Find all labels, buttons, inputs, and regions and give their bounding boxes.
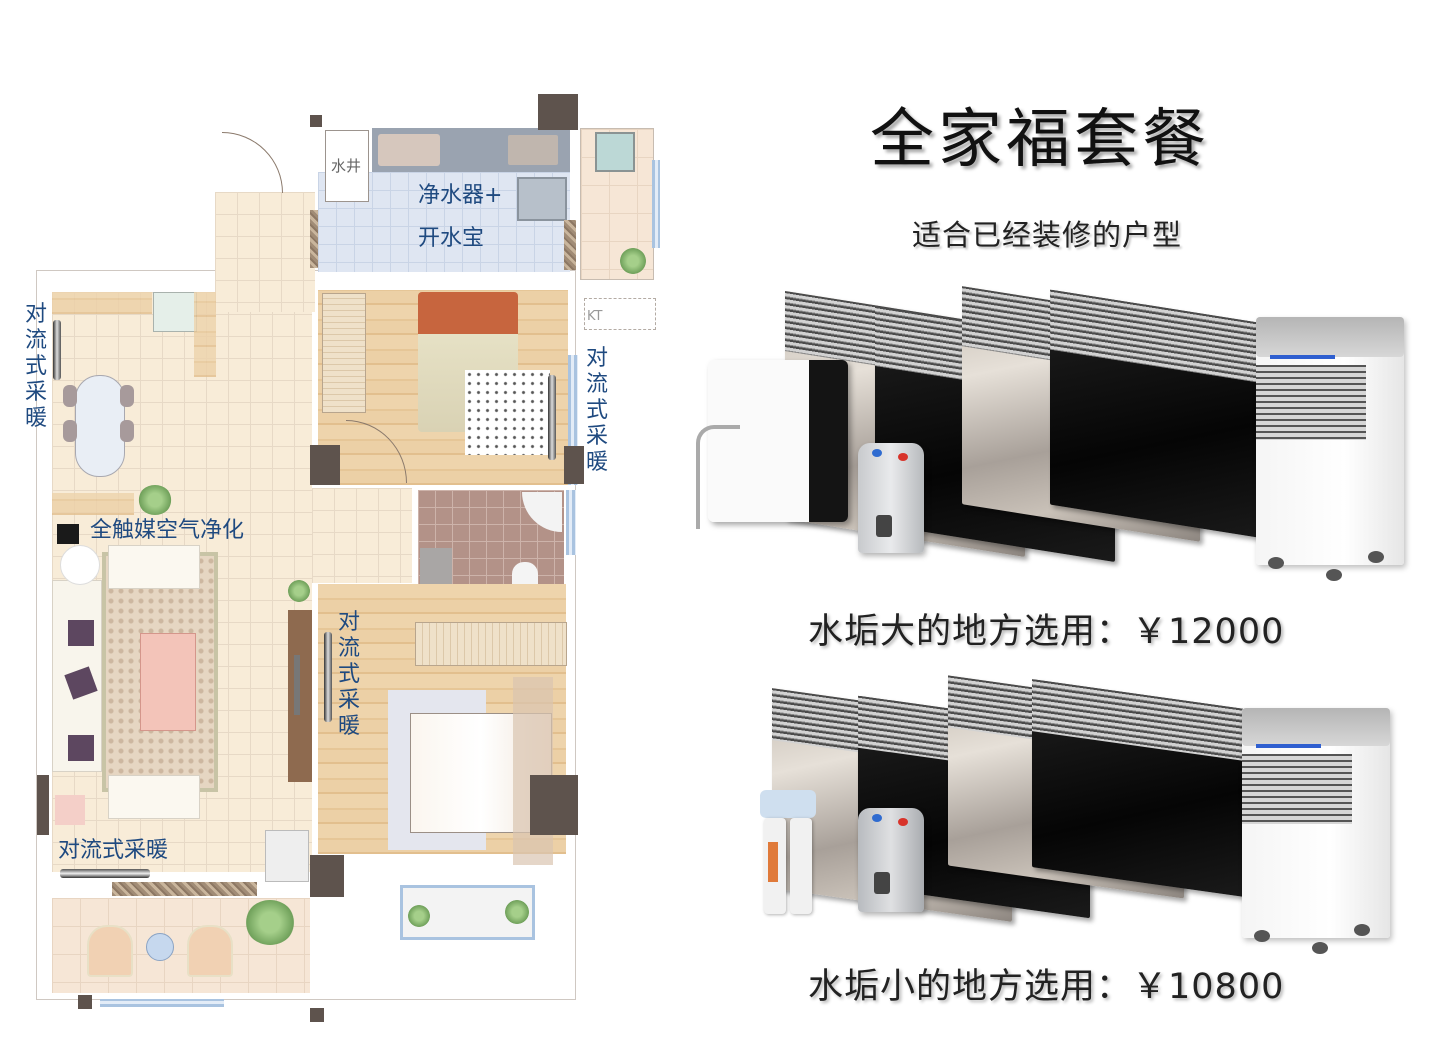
package-1-condition: 水垢大的地方选用： [808, 612, 1133, 652]
package-2-label: 水垢小的地方选用：￥10800 [808, 958, 1284, 1009]
plant-icon [408, 905, 430, 927]
pillar [564, 446, 584, 484]
package-2-products [750, 675, 1410, 954]
dining-cabinet-side [194, 292, 216, 377]
hot-indicator-icon [872, 449, 882, 457]
pillar [37, 775, 49, 835]
kitchen-stove [508, 135, 558, 165]
kitchen-door-threshold [310, 210, 318, 268]
dining-table [75, 375, 125, 477]
kitchen-sink [378, 134, 440, 166]
tv [294, 655, 300, 715]
dining-sideboard [52, 493, 134, 515]
bedroom1-window [568, 355, 578, 485]
washer [595, 132, 635, 172]
lamp [55, 795, 85, 825]
instant-hot-water-dispenser [858, 443, 924, 553]
pillar [310, 855, 344, 897]
page-subtitle: 适合已经装修的户型 [912, 218, 1183, 252]
corridor-floor [215, 192, 315, 312]
balcony-chair [87, 925, 133, 977]
pillar [538, 94, 578, 130]
balcony-window [100, 999, 224, 1007]
pillar [310, 1008, 324, 1022]
hot-indicator-icon [872, 814, 882, 822]
pillar [530, 775, 578, 835]
pillar [78, 995, 92, 1009]
cushion [68, 620, 94, 646]
plant-icon [245, 900, 295, 945]
balcony-table [146, 933, 174, 961]
cold-indicator-icon [898, 453, 908, 461]
pillar [310, 445, 340, 485]
package-1-products [690, 286, 1420, 590]
cushion [68, 735, 94, 761]
living-heater-label: 对流式采暖 [58, 838, 169, 863]
entrance-door [222, 132, 283, 193]
bedroom2-heater-label: 对流式采暖 [338, 610, 361, 739]
bedroom1-wardrobe [322, 293, 366, 413]
dining-heater-label: 对流式采暖 [25, 302, 48, 431]
water-shaft-label: 水井 [331, 157, 362, 175]
balcony-chair [187, 925, 233, 977]
ac-label: KT [587, 309, 603, 324]
convection-heater-black [1032, 679, 1244, 897]
tv-cabinet [288, 610, 312, 782]
instant-hot-water-dispenser [858, 808, 924, 912]
under-sink-water-filter [760, 790, 820, 920]
convection-heater-bedroom1 [548, 375, 556, 460]
kitchen-floor-upper [372, 172, 517, 192]
kitchen-double-sink [517, 177, 567, 221]
pillar [310, 115, 322, 127]
bedroom1-rug [465, 370, 550, 455]
kitchen-label-line1: 净水器+ [418, 183, 503, 208]
package-1-label: 水垢大的地方选用：￥12000 [808, 603, 1284, 654]
purifier-light [1270, 355, 1335, 359]
package-2-price: ￥10800 [1132, 967, 1285, 1007]
plant-icon [288, 580, 310, 602]
plant-icon [138, 485, 172, 515]
plant-icon [620, 248, 646, 274]
service-balcony [580, 128, 654, 280]
purifier-light [1256, 744, 1321, 748]
convection-heater-living [60, 869, 150, 878]
living-rug [102, 552, 218, 792]
water-shaft [325, 130, 369, 202]
side-table [60, 545, 100, 585]
air-purifier-marker [57, 524, 79, 544]
air-purifier [1242, 708, 1390, 954]
convection-heater-dining [53, 320, 61, 380]
dining-cabinet-top [52, 292, 152, 314]
balcony-window [652, 160, 660, 248]
water-faucet [696, 425, 740, 529]
bedroom2-headboard [513, 677, 553, 865]
convection-heater-black [1050, 289, 1270, 540]
dining-chair [63, 385, 77, 407]
plant-icon [505, 900, 529, 924]
ac-unit [584, 298, 656, 330]
bedroom1-heater-label: 对流式采暖 [586, 346, 609, 475]
package-2-condition: 水垢小的地方选用： [808, 967, 1133, 1007]
dining-chair [120, 385, 134, 407]
dining-chair [63, 420, 77, 442]
armchair [108, 775, 200, 819]
coffee-table [140, 633, 196, 731]
cold-indicator-icon [898, 818, 908, 826]
air-purifier-label: 全触媒空气净化 [90, 518, 245, 543]
air-purifier [1256, 317, 1404, 581]
convection-heater-bedroom2 [324, 632, 332, 722]
balcony-threshold [112, 882, 257, 896]
bathroom-window [566, 490, 576, 555]
armchair [108, 545, 200, 589]
floor-plan: 水井 净水器+ 开水宝 KT 对流式采暖 对流式采暖 全触媒空气净化 [0, 0, 680, 1052]
hall-closet [265, 830, 309, 882]
hall-floor [312, 488, 412, 583]
kitchen-right-threshold [564, 220, 576, 270]
fridge [153, 292, 197, 332]
dining-chair [120, 420, 134, 442]
page-title: 全家福套餐 [870, 103, 1210, 177]
kitchen-label-line2: 开水宝 [418, 226, 485, 251]
package-1-price: ￥12000 [1132, 612, 1285, 652]
bedroom2-wardrobe [415, 622, 567, 666]
